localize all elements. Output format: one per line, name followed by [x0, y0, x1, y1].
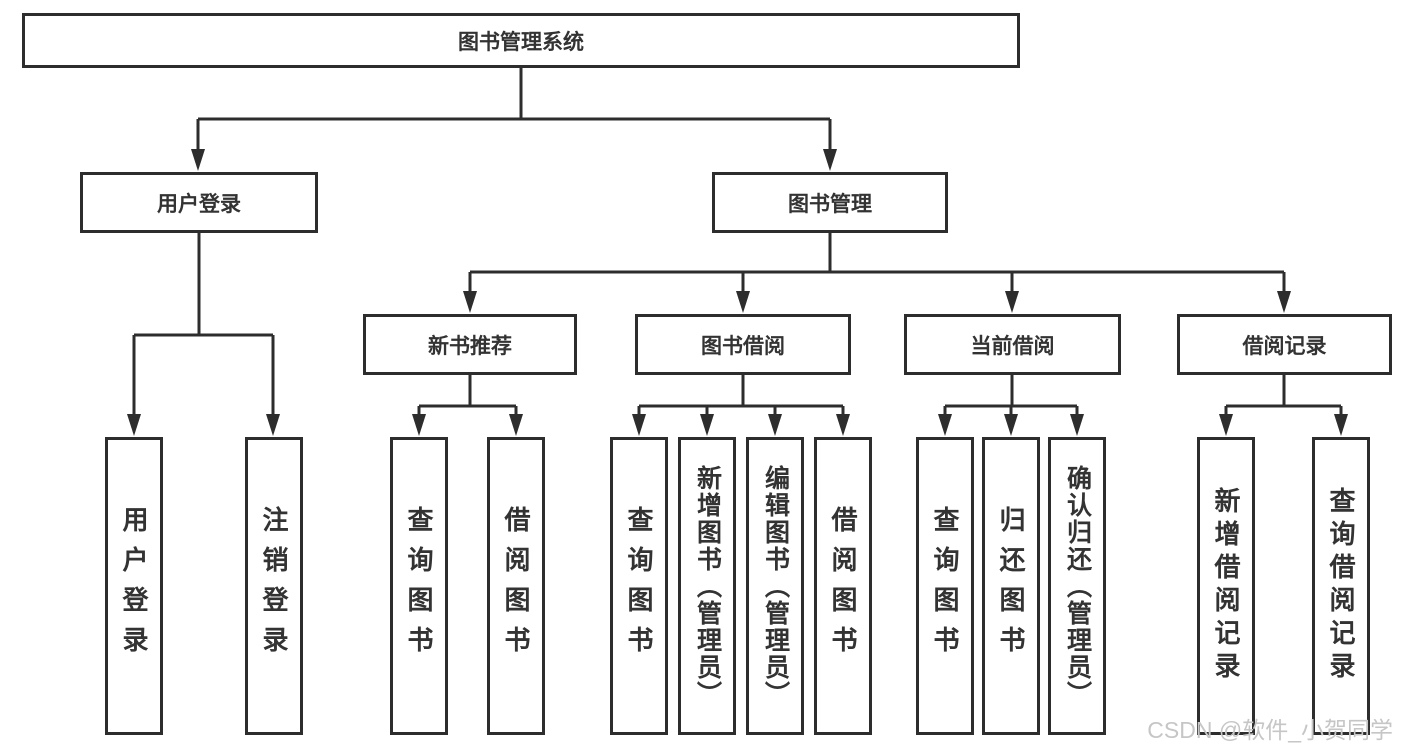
- leaf-label: 编辑图书（管理员）: [761, 464, 790, 708]
- leaf-label: 查询图书: [930, 506, 960, 666]
- leaf-label: 新增借阅记录: [1211, 487, 1241, 685]
- node-label: 用户登录: [157, 192, 241, 216]
- connector-book-management: [470, 233, 1284, 274]
- leaf-query-books-current: 查询图书: [916, 437, 974, 735]
- node-label: 图书管理: [788, 192, 872, 216]
- arrowhead-icon: [736, 291, 750, 313]
- leaf-label: 归还图书: [996, 506, 1026, 666]
- arrowhead-icon: [1219, 414, 1233, 436]
- arrowhead-icon: [1334, 414, 1348, 436]
- arrowhead-icon: [1004, 414, 1018, 436]
- leaf-query-books-borrow: 查询图书: [610, 437, 668, 735]
- leaf-label: 用户登录: [119, 506, 149, 666]
- arrowhead-icon: [632, 414, 646, 436]
- leaf-query-borrow-record: 查询借阅记录: [1312, 437, 1370, 735]
- leaf-borrow-books-recommend: 借阅图书: [487, 437, 545, 735]
- leaf-query-books-recommend: 查询图书: [390, 437, 448, 735]
- arrowhead-icon: [463, 291, 477, 313]
- node-new-book-recommend: 新书推荐: [363, 314, 577, 375]
- leaf-label: 借阅图书: [828, 506, 858, 666]
- arrowhead-icon: [509, 414, 523, 436]
- connector-root: [198, 68, 830, 121]
- arrowhead-icon: [266, 414, 280, 436]
- leaf-label: 查询借阅记录: [1326, 487, 1356, 685]
- arrowhead-icon: [768, 414, 782, 436]
- csdn-watermark: CSDN @软件_小贺同学: [1147, 717, 1393, 743]
- leaf-label: 新增图书（管理员）: [693, 464, 722, 708]
- arrowhead-icon: [191, 149, 205, 171]
- leaf-add-borrow-record: 新增借阅记录: [1197, 437, 1255, 735]
- arrowhead-icon: [412, 414, 426, 436]
- arrowhead-icon: [938, 414, 952, 436]
- arrowhead-icon: [700, 414, 714, 436]
- arrowhead-icon: [836, 414, 850, 436]
- node-book-management: 图书管理: [712, 172, 948, 233]
- arrowhead-icon: [1005, 291, 1019, 313]
- leaf-edit-books-admin: 编辑图书（管理员）: [746, 437, 804, 735]
- leaf-add-books-admin: 新增图书（管理员）: [678, 437, 736, 735]
- node-book-borrow: 图书借阅: [635, 314, 851, 375]
- leaf-logout: 注销登录: [245, 437, 303, 735]
- node-label: 图书借阅: [701, 334, 785, 358]
- node-current-borrow: 当前借阅: [904, 314, 1121, 375]
- leaf-label: 借阅图书: [501, 506, 531, 666]
- connector-new-book-recommend: [419, 375, 516, 408]
- leaf-label: 确认归还（管理员）: [1063, 464, 1092, 708]
- node-label: 借阅记录: [1242, 334, 1327, 358]
- leaf-label: 注销登录: [259, 506, 289, 666]
- arrowhead-icon: [1070, 414, 1084, 436]
- arrowhead-icon: [127, 414, 141, 436]
- node-label: 新书推荐: [428, 334, 512, 358]
- node-root-label: 图书管理系统: [458, 30, 584, 54]
- node-label: 当前借阅: [970, 334, 1055, 358]
- leaf-user-login: 用户登录: [105, 437, 163, 735]
- arrowhead-icon: [823, 149, 837, 171]
- connector-current-borrow: [945, 375, 1077, 408]
- leaf-label: 查询图书: [624, 506, 654, 666]
- node-root: 图书管理系统: [22, 13, 1020, 68]
- node-user-login: 用户登录: [80, 172, 318, 233]
- leaf-confirm-return-admin: 确认归还（管理员）: [1048, 437, 1106, 735]
- connector-user-login: [134, 233, 273, 337]
- arrowhead-icon: [1277, 291, 1291, 313]
- connector-borrow-records: [1226, 375, 1341, 408]
- leaf-borrow-books: 借阅图书: [814, 437, 872, 735]
- leaf-return-books: 归还图书: [982, 437, 1040, 735]
- connector-book-borrow: [639, 375, 843, 408]
- leaf-label: 查询图书: [404, 506, 434, 666]
- node-borrow-records: 借阅记录: [1177, 314, 1392, 375]
